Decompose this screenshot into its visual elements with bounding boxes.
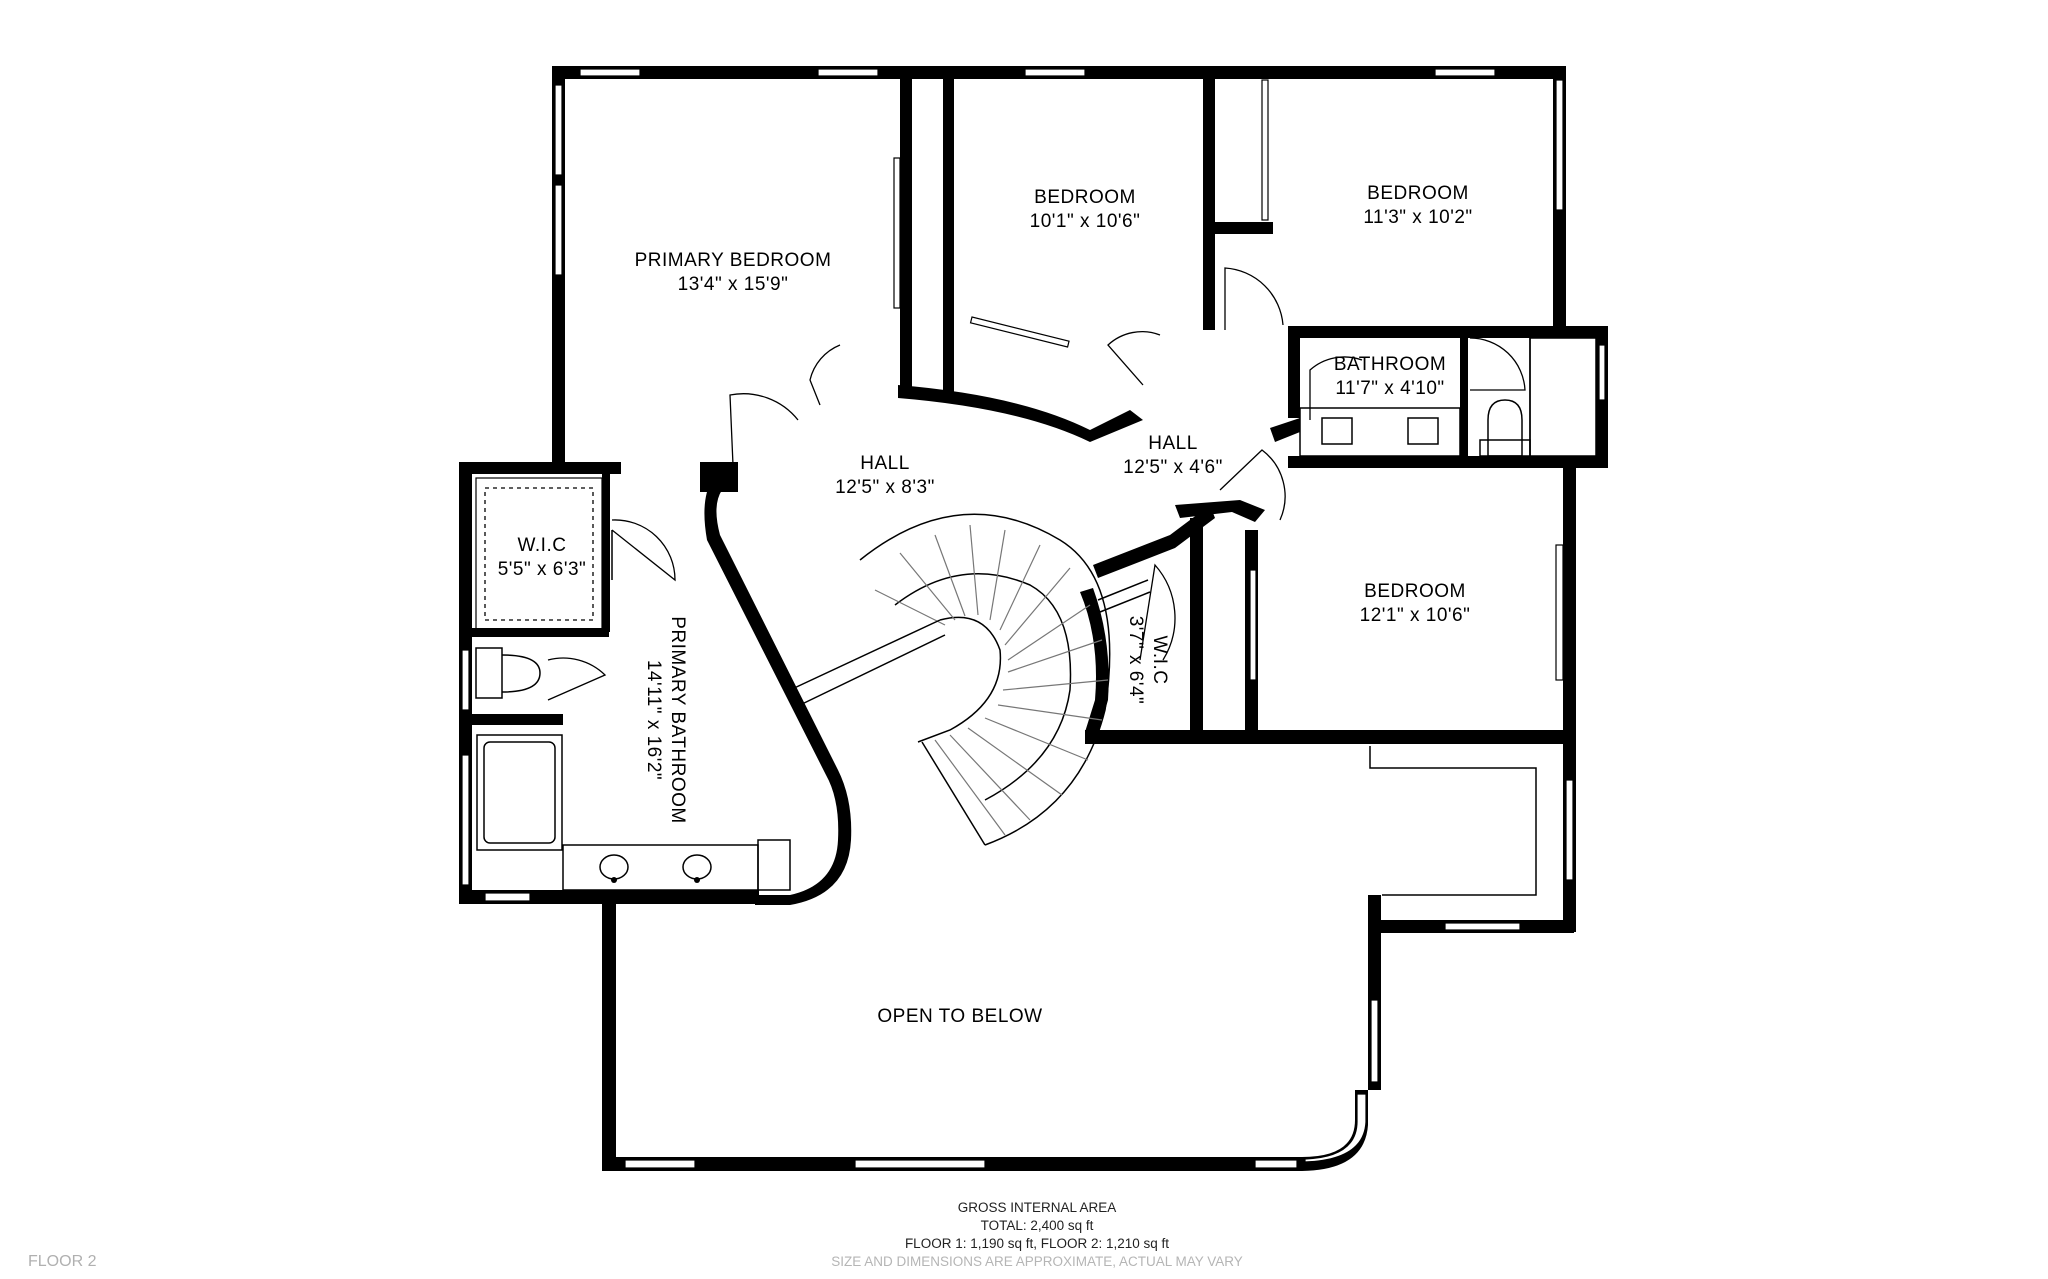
room-dims: 12'1" x 10'6" bbox=[1360, 605, 1471, 626]
room-name: BATHROOM bbox=[1334, 354, 1446, 375]
open-to-below-notch bbox=[1369, 746, 1537, 896]
area-disclaimer: SIZE AND DIMENSIONS ARE APPROXIMATE, ACT… bbox=[831, 1254, 1243, 1269]
room-name: HALL bbox=[860, 453, 910, 474]
room-dims: 3'7" x 6'4" bbox=[1125, 616, 1146, 705]
area-title: GROSS INTERNAL AREA bbox=[958, 1200, 1117, 1215]
room-dims: 10'1" x 10'6" bbox=[1030, 211, 1141, 232]
doors bbox=[547, 267, 1526, 701]
room-labels: PRIMARY BEDROOM 13'4" x 15'9" BEDROOM 10… bbox=[498, 183, 1472, 1027]
room-name: PRIMARY BEDROOM bbox=[635, 250, 832, 271]
room-name: HALL bbox=[1148, 433, 1198, 454]
room-name: W.I.C bbox=[1149, 636, 1170, 685]
hall-curved-wall bbox=[704, 480, 852, 905]
room-dims: 12'5" x 4'6" bbox=[1123, 457, 1223, 478]
windows bbox=[461, 68, 1606, 1169]
fixtures bbox=[475, 337, 1597, 891]
room-name: BEDROOM bbox=[1364, 581, 1466, 602]
area-summary: GROSS INTERNAL AREA TOTAL: 2,400 sq ft F… bbox=[831, 1200, 1243, 1269]
room-name: PRIMARY BATHROOM bbox=[667, 616, 688, 824]
room-dims: 11'7" x 4'10" bbox=[1335, 378, 1444, 399]
room-name: BEDROOM bbox=[1034, 187, 1136, 208]
spiral-staircase bbox=[789, 513, 1151, 846]
floor-label: FLOOR 2 bbox=[28, 1253, 97, 1270]
room-dims: 12'5" x 8'3" bbox=[835, 477, 935, 498]
room-dims: 14'11" x 16'2" bbox=[643, 660, 664, 780]
room-dims: 11'3" x 10'2" bbox=[1363, 207, 1472, 228]
room-name: W.I.C bbox=[518, 535, 567, 556]
room-name: OPEN TO BELOW bbox=[877, 1006, 1042, 1027]
area-floors: FLOOR 1: 1,190 sq ft, FLOOR 2: 1,210 sq … bbox=[905, 1236, 1169, 1251]
room-name: BEDROOM bbox=[1367, 183, 1469, 204]
bay-wall bbox=[1302, 1090, 1368, 1171]
area-total: TOTAL: 2,400 sq ft bbox=[981, 1218, 1094, 1233]
room-dims: 13'4" x 15'9" bbox=[678, 274, 789, 295]
room-dims: 5'5" x 6'3" bbox=[498, 559, 587, 580]
